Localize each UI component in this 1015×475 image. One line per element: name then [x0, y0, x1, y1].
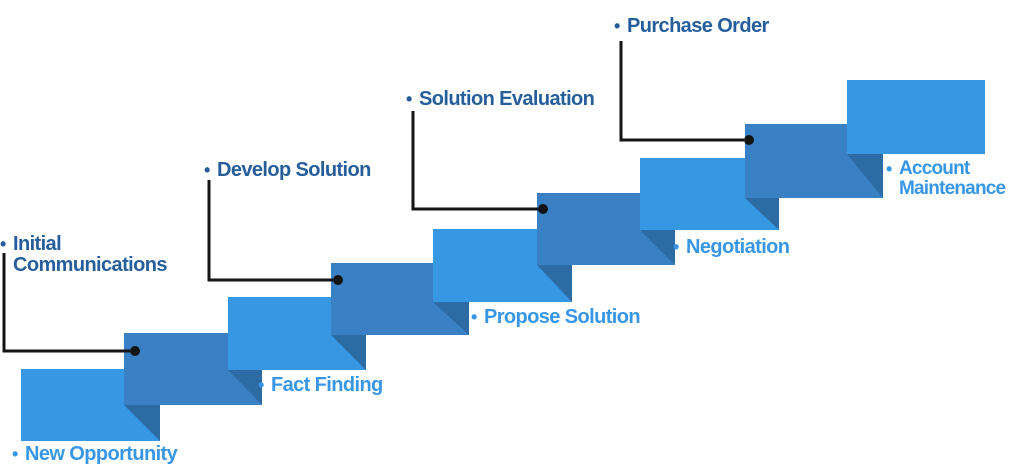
step-block-account-maintenance	[847, 80, 985, 154]
bullet-icon: •	[0, 234, 6, 254]
connector-dot-initial-communications	[130, 346, 140, 356]
fold-shadow-purchase-order	[745, 198, 779, 230]
bullet-icon: •	[673, 237, 679, 257]
step-label-text: New Opportunity	[25, 443, 178, 465]
bullet-icon: •	[886, 159, 892, 179]
step-label-propose-solution: • Propose Solution	[471, 306, 641, 328]
bullet-icon: •	[406, 89, 412, 109]
step-label-line: New Opportunity	[25, 443, 178, 465]
step-label-solution-evaluation: • Solution Evaluation	[406, 88, 595, 110]
bullet-icon: •	[258, 375, 264, 395]
connector-dot-purchase-order	[744, 135, 754, 145]
fold-shadow-develop-solution	[331, 335, 366, 370]
fold-shadow-initial-communications	[124, 405, 160, 441]
connector-line-solution-evaluation	[411, 111, 538, 211]
step-label-text: Purchase Order	[627, 16, 769, 37]
step-label-line: Negotiation	[686, 236, 790, 258]
step-label-negotiation: • Negotiation	[673, 236, 790, 258]
step-label-line: Purchase Order	[627, 15, 769, 37]
bullet-icon: •	[614, 16, 620, 36]
fold-shadow-fact-finding	[228, 370, 262, 405]
bullet-icon: •	[471, 307, 477, 327]
step-label-text: Develop Solution	[217, 160, 371, 181]
step-label-line: Propose Solution	[484, 306, 641, 328]
step-label-text: Solution Evaluation	[419, 88, 595, 110]
bullet-icon: •	[12, 444, 18, 464]
bullet-icon: •	[204, 160, 210, 180]
step-label-develop-solution: • Develop Solution	[204, 160, 371, 181]
connector-line-develop-solution	[207, 180, 333, 282]
step-label-line: Solution Evaluation	[419, 88, 595, 110]
step-label-line: Maintenance	[899, 178, 1006, 199]
step-label-line: Account	[899, 158, 970, 179]
step-label-line: Initial	[13, 233, 62, 255]
connector-line-purchase-order	[619, 41, 744, 142]
step-label-fact-finding: • Fact Finding	[258, 375, 383, 396]
fold-shadow-account-maintenance	[847, 154, 883, 198]
step-label-line: Fact Finding	[271, 374, 383, 396]
connector-line-initial-communications	[2, 253, 130, 353]
connector-dot-solution-evaluation	[538, 204, 548, 214]
fold-shadow-propose-solution	[433, 302, 469, 335]
step-label-purchase-order: • Purchase Order	[614, 16, 769, 37]
step-label-line: Develop Solution	[217, 159, 371, 181]
connector-dot-develop-solution	[333, 275, 343, 285]
step-label-text: Fact Finding	[271, 375, 383, 396]
step-label-line: Communications	[13, 254, 167, 276]
step-label-new-opportunity: • New Opportunity	[12, 443, 178, 465]
fold-shadow-solution-evaluation	[537, 265, 572, 302]
fold-shadow-negotiation	[640, 230, 675, 265]
step-label-text: Negotiation	[686, 236, 790, 258]
step-label-text: Propose Solution	[484, 306, 641, 328]
